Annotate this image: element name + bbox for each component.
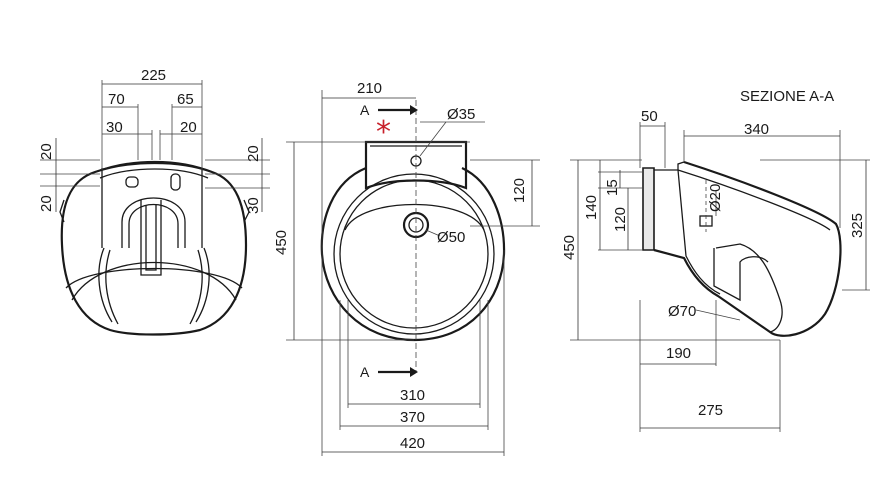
section-view: SEZIONE A-A — [561, 88, 870, 432]
dim-70: 70 — [108, 91, 125, 108]
dim-325: 325 — [849, 213, 866, 238]
dim-15: 15 — [604, 179, 621, 196]
top-view: A A * 210 Ø35 Ø50 120 450 310 370 420 — [273, 80, 540, 456]
top-drain-outer — [402, 211, 430, 239]
dim-120-section: 120 — [612, 207, 629, 232]
dim-20-top-right: 20 — [245, 145, 262, 162]
front-backplate — [101, 168, 203, 248]
front-side-tab-left — [59, 199, 65, 223]
top-bowl-ring-inner — [339, 179, 489, 329]
section-back-wall — [642, 167, 655, 251]
dim-340: 340 — [744, 121, 769, 138]
dim-310: 310 — [400, 387, 425, 404]
dim-d50: Ø50 — [437, 229, 465, 246]
section-bowl — [715, 243, 783, 333]
top-bracket — [364, 140, 468, 190]
dim-450-top: 450 — [273, 230, 290, 255]
dim-370: 370 — [400, 409, 425, 426]
section-title: SEZIONE A-A — [740, 88, 834, 105]
red-asterisk-marker: * — [376, 115, 391, 150]
section-top-flange — [654, 161, 685, 171]
front-basin-outline — [60, 161, 248, 336]
dim-225: 225 — [141, 67, 166, 84]
top-bowl-ring-outer — [333, 173, 495, 335]
front-rim-arc — [94, 160, 213, 173]
front-bowl-curve-3 — [98, 247, 210, 323]
top-basin-outline — [320, 166, 506, 342]
front-bowl-curve-2 — [71, 262, 237, 301]
front-bowl-curve-4 — [105, 249, 203, 325]
dim-20-right: 20 — [180, 119, 197, 136]
section-inner-wall — [677, 169, 831, 295]
dim-275: 275 — [698, 402, 723, 419]
front-rim-arc-2 — [99, 168, 209, 179]
section-body-outline — [653, 160, 842, 337]
top-bowl-arc — [344, 203, 485, 231]
section-marker-a-top: A — [360, 102, 370, 118]
dim-d35: Ø35 — [447, 106, 475, 123]
dim-65: 65 — [177, 91, 194, 108]
dim-50: 50 — [641, 108, 658, 125]
front-mount-hole-right — [170, 173, 181, 191]
section-drain — [713, 248, 769, 302]
dim-30-lower-right: 30 — [245, 197, 262, 214]
dim-420: 420 — [400, 435, 425, 452]
dim-20-top-left: 20 — [38, 143, 55, 160]
dim-140: 140 — [583, 195, 600, 220]
front-center-slot — [140, 200, 162, 276]
dim-30-left: 30 — [106, 119, 123, 136]
dim-20-lower-left: 20 — [38, 195, 55, 212]
section-marker-a-bottom: A — [360, 364, 370, 380]
front-mount-hole-left — [125, 176, 139, 188]
dim-450-section: 450 — [561, 235, 578, 260]
front-view: 225 70 65 30 20 20 20 20 30 — [38, 67, 270, 336]
dim-210: 210 — [357, 80, 382, 97]
dim-d20: Ø20 — [707, 184, 724, 212]
front-inner-arch — [121, 197, 186, 248]
dim-d70: Ø70 — [668, 303, 696, 320]
front-side-tab-right — [243, 199, 250, 223]
dim-190: 190 — [666, 345, 691, 362]
front-inner-arch-2 — [128, 204, 179, 248]
front-bowl-curve — [65, 267, 243, 289]
dim-120-top: 120 — [511, 178, 528, 203]
